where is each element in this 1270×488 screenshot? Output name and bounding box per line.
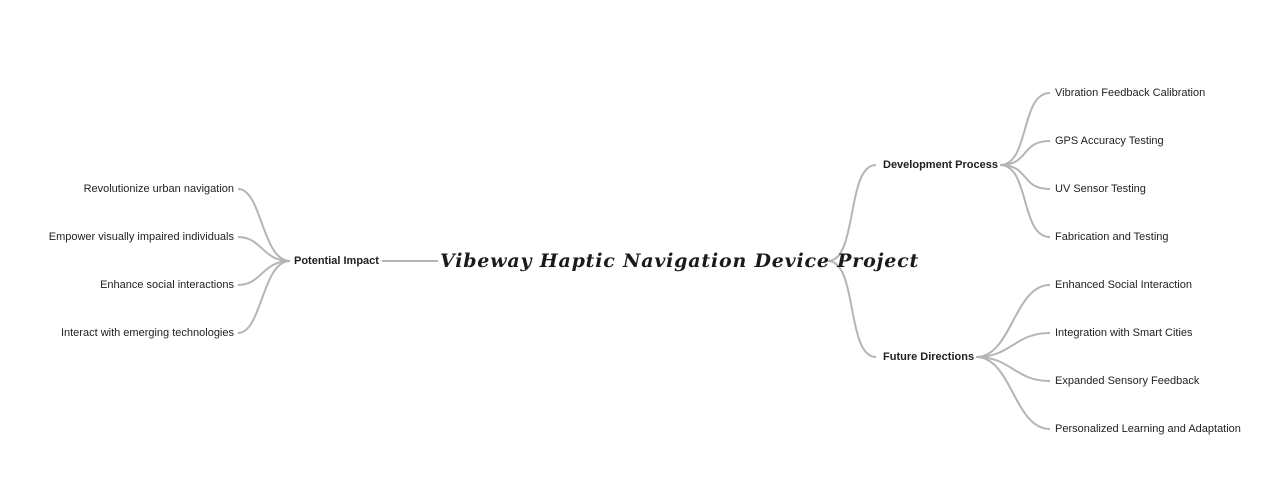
connector-future-4 — [975, 356, 1051, 430]
leaf-development-4[interactable]: Fabrication and Testing — [1055, 231, 1169, 243]
connector-potential-impact-4 — [237, 260, 291, 334]
leaf-future-2[interactable]: Integration with Smart Cities — [1055, 327, 1193, 339]
connector-future-3 — [975, 356, 1051, 382]
connector-center-development-process — [827, 164, 877, 262]
connector-development-4 — [999, 164, 1051, 238]
connector-center-future-directions — [827, 260, 877, 358]
leaf-development-3[interactable]: UV Sensor Testing — [1055, 183, 1146, 195]
leaf-potential-impact-1[interactable]: Revolutionize urban navigation — [83, 183, 234, 195]
branch-development-process[interactable]: Development Process — [883, 159, 998, 171]
connector-development-3 — [999, 164, 1051, 190]
connector-potential-impact-2 — [237, 236, 291, 262]
connector-future-2 — [975, 332, 1051, 358]
leaf-potential-impact-3[interactable]: Enhance social interactions — [100, 279, 234, 291]
connector-development-2 — [999, 140, 1051, 166]
connector-future-1 — [975, 284, 1051, 358]
connector-potential-impact-3 — [237, 260, 291, 286]
leaf-future-3[interactable]: Expanded Sensory Feedback — [1055, 375, 1200, 387]
central-topic[interactable]: Vibeway Haptic Navigation Device Project — [440, 250, 920, 272]
leaf-development-1[interactable]: Vibration Feedback Calibration — [1055, 87, 1206, 99]
branch-future-directions[interactable]: Future Directions — [883, 351, 975, 363]
leaf-future-4[interactable]: Personalized Learning and Adaptation — [1055, 423, 1241, 435]
connector-potential-impact-1 — [237, 188, 291, 262]
connector-development-1 — [999, 92, 1051, 166]
leaf-development-2[interactable]: GPS Accuracy Testing — [1055, 135, 1164, 147]
branch-potential-impact[interactable]: Potential Impact — [294, 255, 379, 267]
leaf-future-1[interactable]: Enhanced Social Interaction — [1055, 279, 1192, 291]
leaf-potential-impact-2[interactable]: Empower visually impaired individuals — [48, 231, 234, 243]
leaf-potential-impact-4[interactable]: Interact with emerging technologies — [60, 327, 234, 339]
